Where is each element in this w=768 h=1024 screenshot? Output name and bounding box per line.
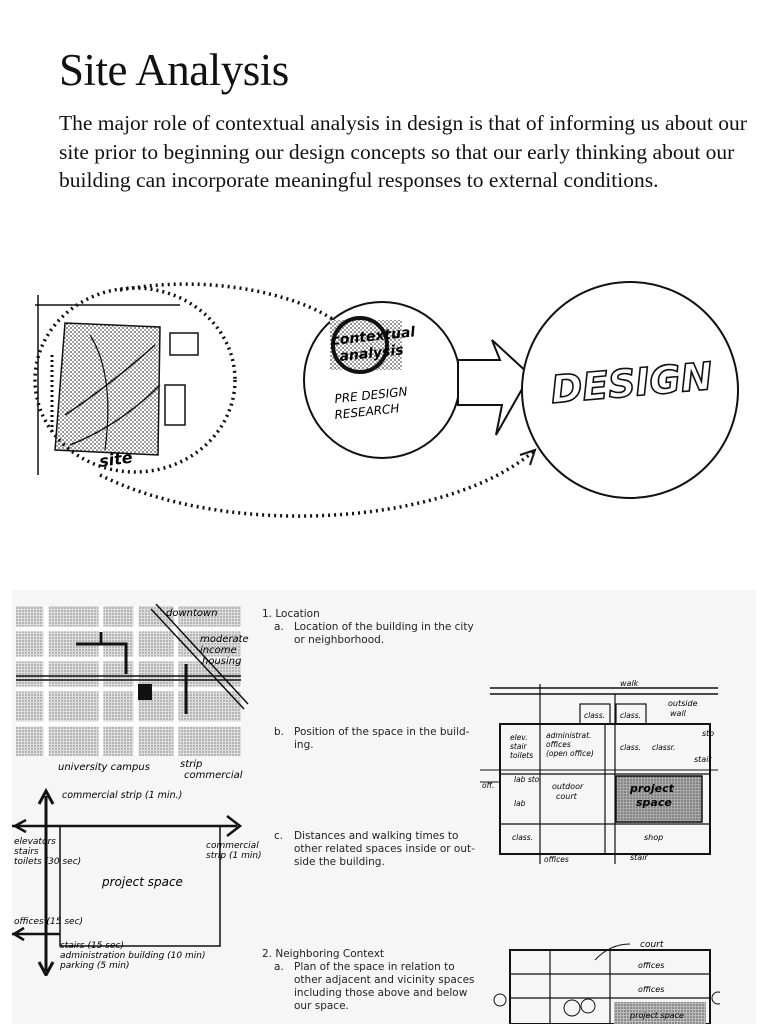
plan-outdoor-2: court [556, 792, 578, 801]
concept-diagram: site contextual analysis PRE DESIGN RESE… [33, 281, 739, 518]
plan-outside-1: outside [668, 699, 698, 708]
walk-right-1: commercial [206, 841, 259, 851]
s1-c-line2: other related spaces inside or out- [294, 843, 475, 855]
analysis-bubble: contextual analysis PRE DESIGN RESEARCH [303, 301, 461, 459]
s1-a-line2: or neighborhood. [294, 634, 385, 646]
walking-distance-sketch: commercial strip (1 min.) elevators stai… [12, 787, 262, 976]
s1-a-marker: a. [274, 621, 284, 633]
plan-class-1: class. [584, 711, 605, 720]
s1-a-line1: Location of the building in the city [294, 621, 474, 633]
section-court: court [640, 940, 664, 950]
s2-title: 2. Neighboring Context [262, 948, 385, 960]
walk-left-3: toilets (30 sec) [14, 857, 81, 867]
plan-lab-2: lab [514, 799, 526, 808]
map-moderate-2: income [200, 645, 237, 656]
walk-bottom-3: parking (5 min) [59, 961, 130, 971]
s2-a-line3: including those above and below [294, 987, 468, 999]
section-offices-2: offices [638, 985, 664, 994]
map-strip-1: strip [180, 759, 202, 770]
plan-elev-1: elev. [510, 733, 528, 742]
s1-title: 1. Location [262, 608, 320, 620]
design-bubble: DESIGN [521, 281, 739, 499]
location-map-sketch: downtown moderate income housing univers… [16, 604, 249, 779]
map-downtown: downtown [166, 608, 218, 619]
plan-outside-2: wall [670, 709, 687, 718]
map-university: university campus [58, 762, 150, 773]
plan-off: off. [482, 781, 494, 790]
walk-left-1: elevators [14, 837, 56, 847]
s1-c-line1: Distances and walking times to [294, 830, 459, 842]
map-moderate-1: moderate [200, 634, 249, 645]
plan-walk: walk [620, 679, 639, 688]
site-sketch: site [35, 295, 199, 475]
section-project: project space [629, 1011, 684, 1020]
s2-a-line2: other adjacent and vicinity spaces [294, 974, 475, 986]
plan-class-5: class. [512, 833, 533, 842]
plan-shop: shop [644, 833, 663, 842]
plan-project-2: space [636, 796, 672, 809]
walk-top: commercial strip (1 min.) [62, 790, 182, 801]
bubble-sub-line2: RESEARCH [334, 401, 400, 422]
site-label: site [98, 447, 134, 470]
bubble-title-line2: analysis [339, 342, 405, 365]
s2-a-line1: Plan of the space in relation to [294, 961, 455, 973]
plan-sto: sto [702, 729, 714, 738]
s1-c-marker: c. [274, 830, 284, 842]
plan-offices: offices [544, 855, 569, 864]
s2-a-line4: our space. [294, 1000, 349, 1012]
plan-lab-1: lab sto [514, 775, 540, 784]
building-section-sketch: court offices offices project space [493, 940, 720, 1024]
section-offices-1: offices [638, 961, 664, 970]
walk-bottom-1: stairs (15 sec) [60, 941, 124, 951]
s1-b-marker: b. [274, 726, 285, 738]
walk-bottom-2: administration building (10 min) [60, 951, 205, 961]
plan-class-2: class. [620, 711, 641, 720]
plan-project-1: project [629, 782, 675, 795]
plan-outdoor-1: outdoor [552, 782, 584, 791]
plan-admin-2: offices [546, 740, 571, 749]
arrow-to-design [457, 339, 532, 436]
intro-paragraph: The major role of contextual analysis in… [59, 111, 747, 192]
plan-admin-3: (open office) [546, 749, 594, 758]
plan-elev-3: toilets [510, 751, 533, 760]
building-plan-sketch: walk class. class. outside wall sto elev… [480, 679, 718, 864]
plan-stair: stair [694, 755, 712, 764]
s2-a-marker: a. [274, 961, 284, 973]
walk-left-2: stairs [14, 847, 39, 857]
map-strip-2: commercial [184, 770, 243, 779]
map-moderate-3: housing [202, 656, 241, 667]
walk-offices: offices (15 sec) [14, 917, 83, 927]
walk-center: project space [101, 875, 183, 889]
s1-b-line1: Position of the space in the build- [294, 726, 470, 738]
walk-right-2: strip (1 min) [206, 851, 262, 861]
plan-class-4: classr. [652, 743, 675, 752]
page-title: Site Analysis [59, 45, 289, 95]
plan-admin-1: administrat. [546, 731, 591, 740]
reference-page: downtown moderate income housing univers… [12, 590, 756, 1024]
s1-b-line2: ing. [294, 739, 314, 751]
plan-elev-2: stair [510, 742, 528, 751]
plan-class-3: class. [620, 743, 641, 752]
plan-stair-2: stair [630, 853, 648, 862]
s1-c-line3: side the building. [294, 856, 385, 868]
